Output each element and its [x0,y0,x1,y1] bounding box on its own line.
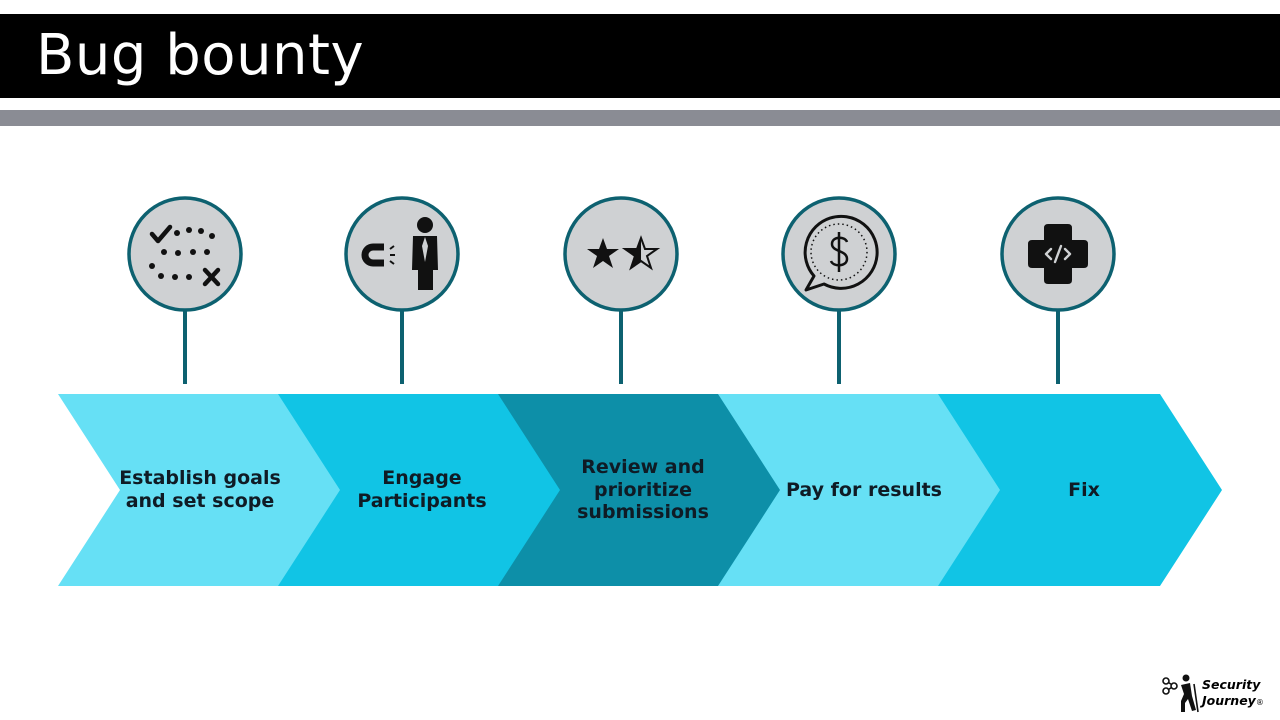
chevron-step-5 [938,394,1222,586]
hiker-logo-icon [1162,674,1199,713]
checklist-plan-icon [149,224,221,287]
step-label-5: Fix [1068,478,1100,501]
step-label-1: Establish goals and set scope [119,467,281,512]
title-bar: Bug bounty [0,14,1280,98]
step-label-3: Review and prioritize submissions [577,455,709,524]
chevron-step-1 [58,394,342,586]
slide-title: Bug bounty [36,23,365,88]
magnet-person-icon [361,217,438,290]
logo-wordmark: Security Journey® [1202,677,1264,708]
step-label-2: Engage Participants [357,467,487,512]
icon-circle-1 [127,196,243,312]
chevron-step-2 [278,394,562,586]
code-cross-icon [1028,224,1088,284]
chevron-step-3 [498,394,782,586]
dollar-speech-bubble-icon [803,214,879,292]
chevron-step-4 [718,394,1002,586]
icon-circle-3 [563,196,679,312]
security-journey-logo: Security Journey® [1160,672,1268,714]
step-label-4: Pay for results [786,478,942,501]
title-rule [0,110,1280,126]
star-rating-icon [587,235,661,271]
